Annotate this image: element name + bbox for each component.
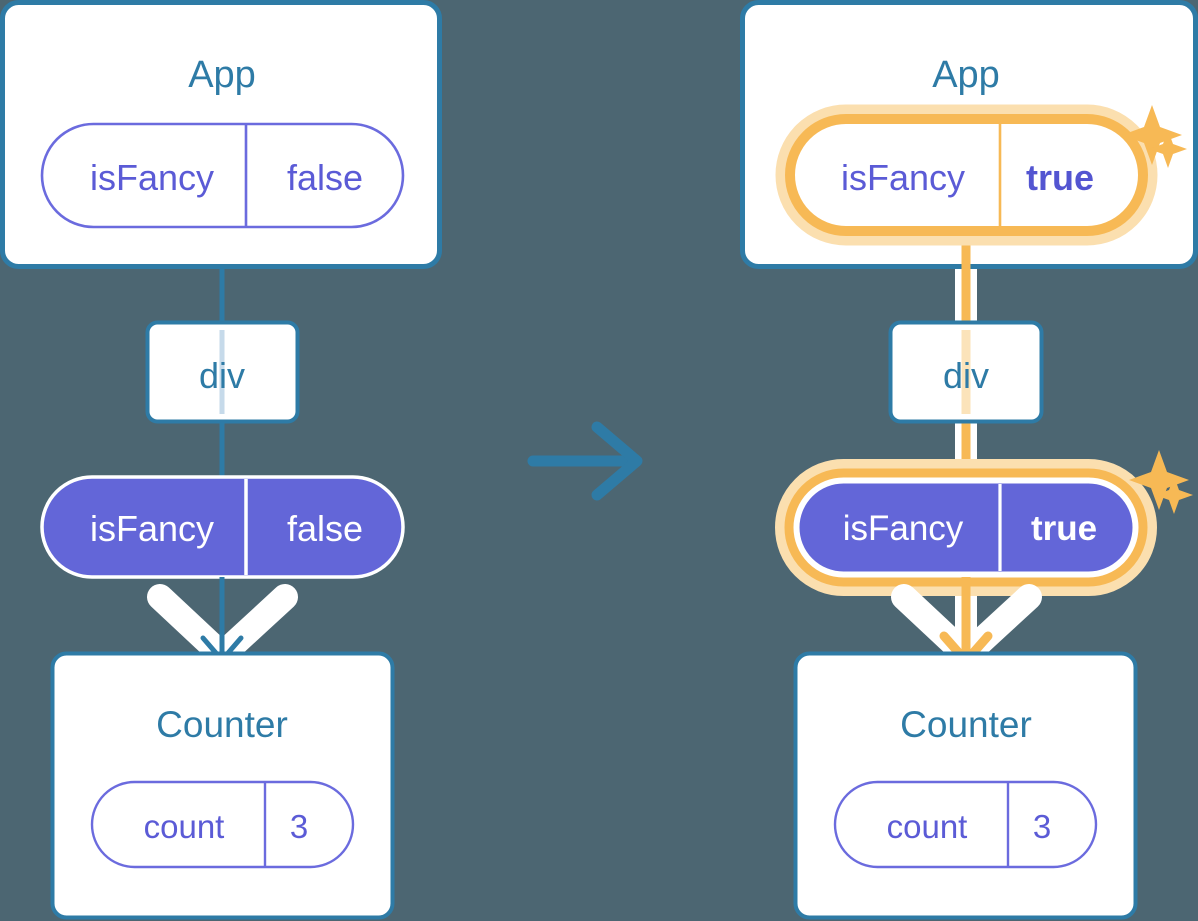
props-pill-value-before: false: [287, 508, 363, 549]
app-title-before: App: [188, 54, 256, 96]
transition-arrow: [527, 421, 643, 501]
counter-state-key-after: count: [887, 808, 968, 845]
counter-state-key-before: count: [144, 808, 225, 845]
app-title-after: App: [932, 54, 1000, 96]
div-label-after: div: [943, 355, 989, 396]
sparkle-icon-mid-small: [1155, 476, 1193, 514]
sparkle-icon-top-small: [1149, 130, 1187, 168]
counter-state-pill-before[interactable]: [90, 780, 355, 869]
props-pill-before[interactable]: [40, 475, 405, 579]
props-pill-value-after: true: [1031, 509, 1097, 548]
app-state-pill-after[interactable]: [775, 104, 1158, 246]
app-state-key-before: isFancy: [90, 157, 214, 198]
props-pill-key-before: isFancy: [90, 508, 214, 549]
counter-state-value-before: 3: [290, 808, 308, 845]
props-pill-key-after: isFancy: [843, 509, 964, 548]
div-box-after[interactable]: [888, 320, 1044, 424]
sparkle-icon-top-large: [1122, 105, 1182, 165]
counter-state-value-after: 3: [1033, 808, 1051, 845]
app-state-value-before: false: [287, 157, 363, 198]
app-state-pill-before[interactable]: [40, 122, 405, 229]
div-box-before[interactable]: [145, 320, 300, 424]
counter-title-before: Counter: [156, 704, 288, 745]
counter-title-after: Counter: [900, 704, 1032, 745]
div-label-before: div: [199, 355, 245, 396]
app-state-value-after: true: [1026, 157, 1094, 198]
sparkle-icon-mid-large: [1129, 450, 1189, 510]
counter-state-pill-after[interactable]: [833, 780, 1098, 869]
app-state-key-after: isFancy: [841, 157, 965, 198]
